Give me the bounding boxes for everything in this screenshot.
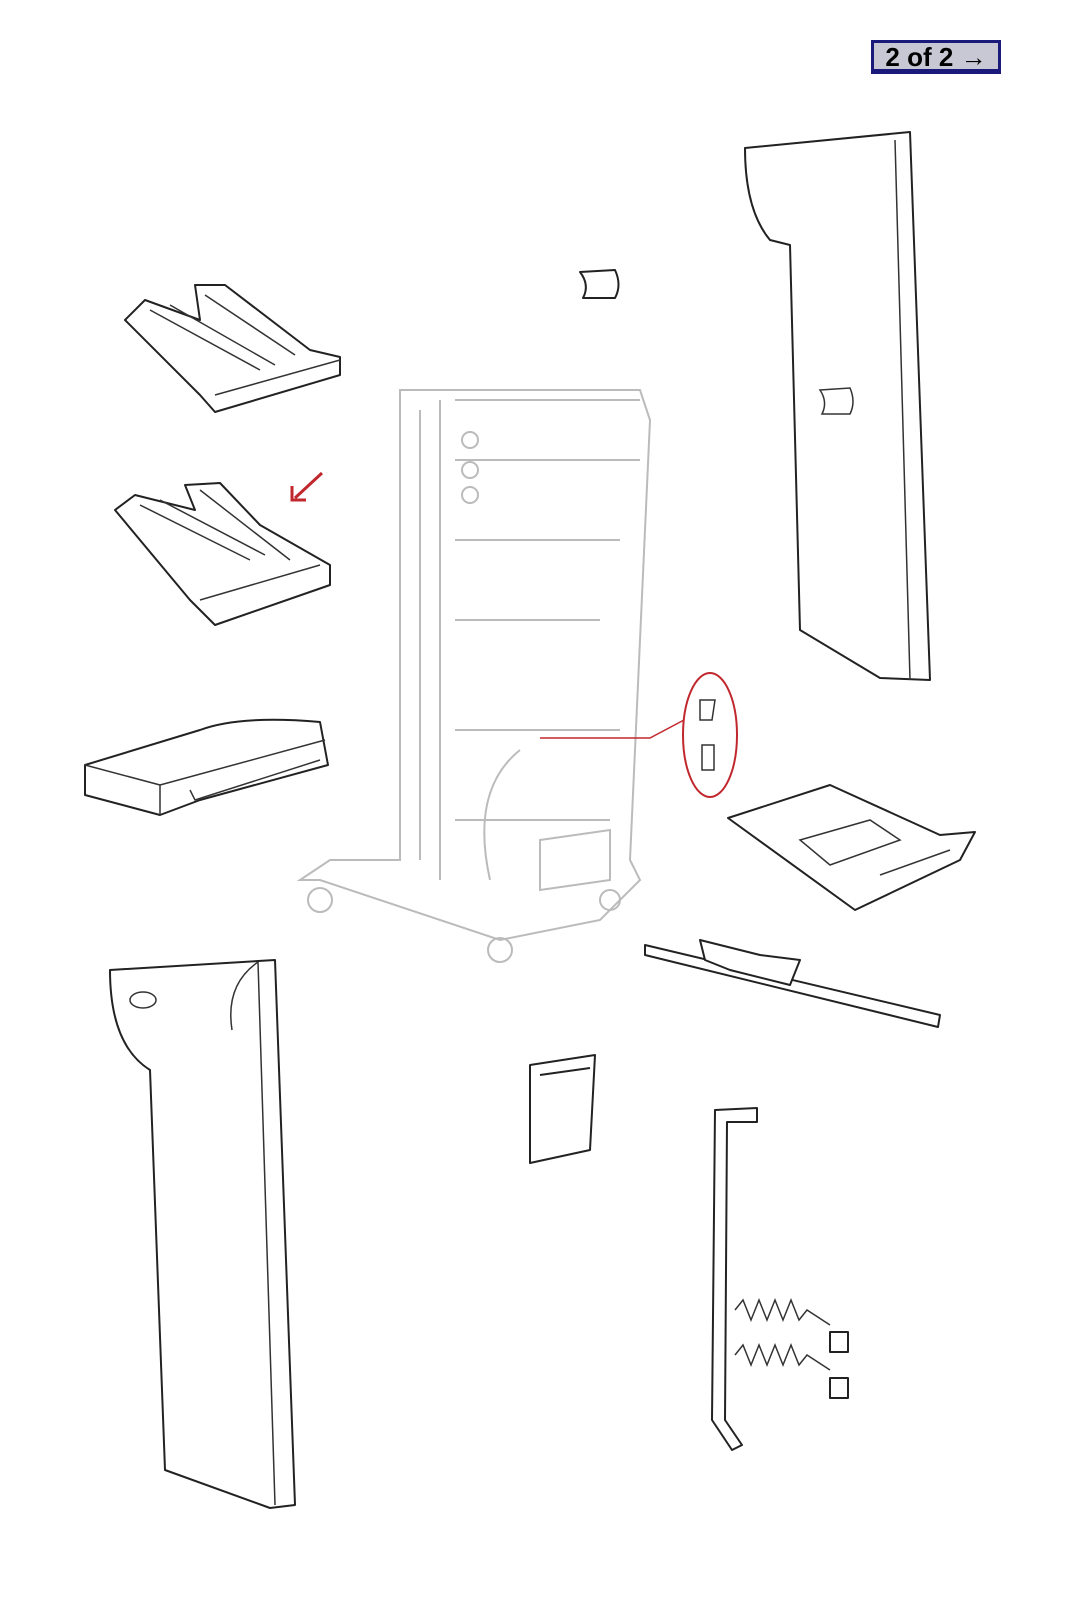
spring-rod-assembly [711, 1107, 849, 1451]
next-page-button[interactable]: 2 of 2 → [871, 40, 1001, 74]
red-arrow-icon [290, 471, 324, 502]
output-tray-lower [114, 482, 331, 626]
callout-circle [540, 672, 738, 798]
page-indicator: 2 of 2 [885, 42, 954, 72]
small-cap-part [579, 269, 620, 299]
right-side-panel [744, 131, 931, 681]
bracket-part [529, 1054, 596, 1164]
output-tray-upper [124, 284, 341, 413]
finisher-frame [296, 389, 652, 963]
arrow-right-icon: → [960, 42, 987, 72]
stapler-rail [644, 939, 941, 1028]
tray-cover [84, 718, 329, 816]
left-side-panel [109, 959, 296, 1509]
stapler-tray-plate [727, 784, 976, 911]
